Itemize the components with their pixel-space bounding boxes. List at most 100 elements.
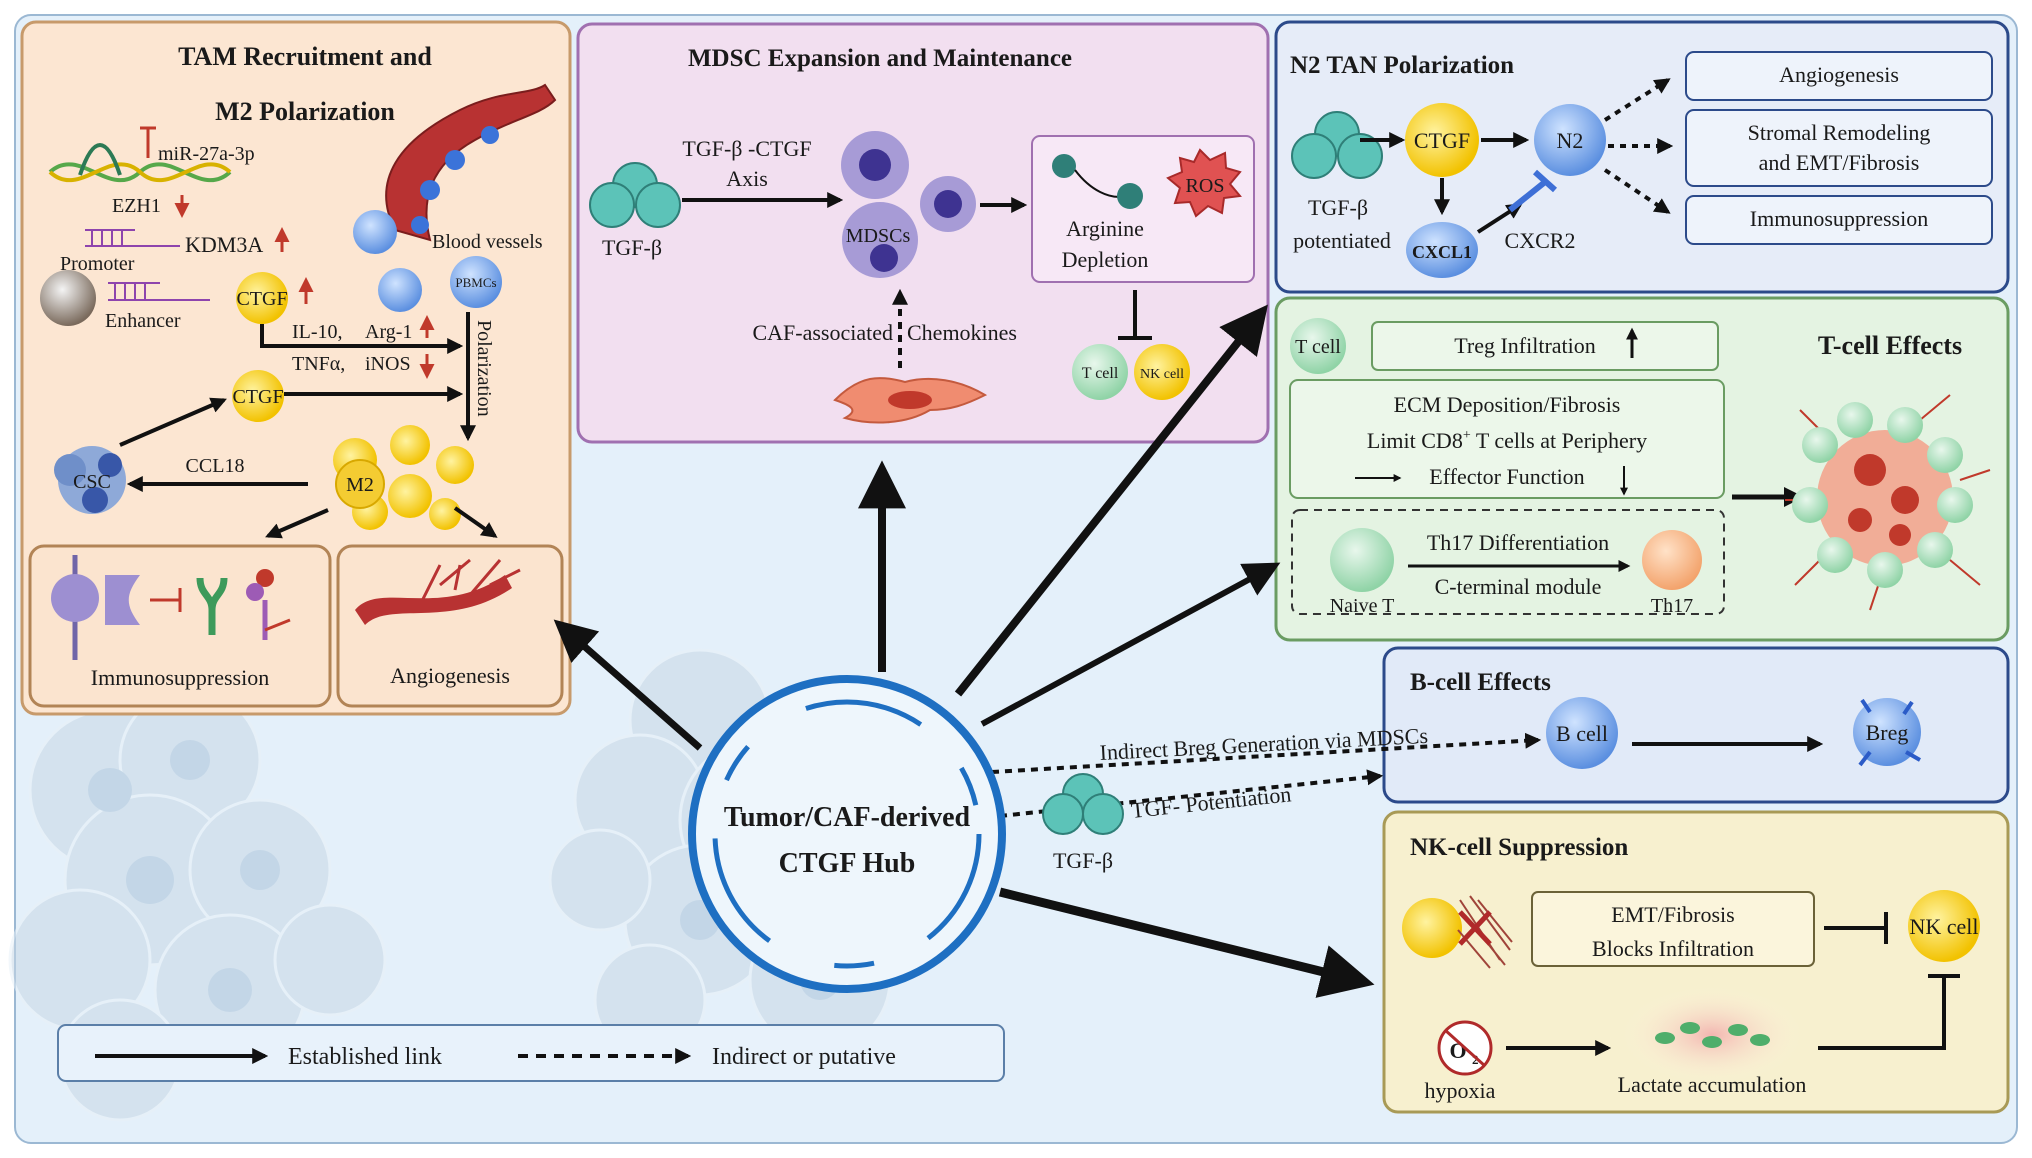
hub-to-bcell-dashed-arrow <box>991 732 1542 774</box>
ctgf-node-1 <box>236 272 288 324</box>
tan-potentiated-label: potentiated <box>1293 228 1391 253</box>
blood-vessel-icon <box>385 83 557 242</box>
naive-t-node <box>1330 528 1394 592</box>
hub-tgfb-trimer-icon <box>1042 773 1124 835</box>
inos-label: iNOS <box>365 353 411 375</box>
bcell-label: B cell <box>1556 721 1608 746</box>
tnfa-label: TNFα, <box>292 353 345 375</box>
mdsc-nkcell-node <box>1134 344 1190 400</box>
bcell-node <box>1546 697 1618 769</box>
mdsc-tgfb-label: TGF-β <box>602 235 662 260</box>
bcell-panel: B-cell Effects B cell Breg <box>1382 646 2010 804</box>
emt-label-1: EMT/Fibrosis <box>1611 902 1734 927</box>
cxcr2-label: CXCR2 <box>1505 228 1576 253</box>
tan-out-stromal-1: Stromal Remodeling <box>1748 120 1931 145</box>
tan-out-immunosuppression: Immunosuppression <box>1750 206 1928 231</box>
tcell-panel: T-cell Effects T cell Treg Infiltration … <box>1274 296 2010 642</box>
mdsc-tcell-node <box>1072 344 1128 400</box>
mdsc-title: MDSC Expansion and Maintenance <box>688 45 1072 72</box>
checkpoint-icon <box>51 555 291 660</box>
pbmcs-label: PBMCs <box>455 275 496 290</box>
m2-to-immunosuppression-arrow <box>265 508 329 539</box>
tan-ctgf-node <box>1405 103 1479 177</box>
hub-title-line1: Tumor/CAF-derived <box>724 802 971 833</box>
mdsc-nkcell-label: NK cell <box>1140 367 1184 382</box>
svg-text:2: 2 <box>1472 1052 1479 1067</box>
n2-neutrophil-node <box>1534 104 1606 176</box>
promoter-icon <box>85 229 180 247</box>
tan-ctgf-label: CTGF <box>1414 128 1470 153</box>
bcell-panel-frame <box>1382 646 2010 804</box>
mdsc-panel-frame <box>576 22 1270 444</box>
nk-blocked-icon <box>1402 895 1513 969</box>
n2-to-angiogenesis-arrow <box>1603 78 1671 122</box>
ctgf-node-2-label: CTGF <box>232 386 283 408</box>
nk-cell-label: NK cell <box>1909 914 1978 939</box>
arginine-label-1: Arginine <box>1066 216 1144 241</box>
csc-to-ctgf-arrow <box>119 397 227 447</box>
cxcl1-label: CXCL1 <box>1412 242 1472 262</box>
ecm-label: ECM Deposition/Fibrosis <box>1394 392 1621 417</box>
tcell-node <box>1290 318 1346 374</box>
breg-label: Breg <box>1866 720 1909 745</box>
lactate-icon <box>1622 987 1802 1083</box>
lactate-label: Lactate accumulation <box>1618 1072 1807 1097</box>
hub-to-tam-arrow <box>553 619 703 751</box>
lactate-inhibit-line <box>1818 976 1946 1050</box>
csc-label: CSC <box>73 471 111 493</box>
monocyte-icon-1 <box>353 210 397 254</box>
axis-label-1: TGF-β -CTGF <box>682 136 811 161</box>
mdscs-label: MDSCs <box>846 225 911 247</box>
cxcl1-node <box>1406 222 1478 278</box>
tcell-node-label: T cell <box>1295 336 1341 358</box>
hypoxia-o2-icon: O 2 <box>1437 1020 1493 1076</box>
ccl18-label: CCL18 <box>186 455 245 477</box>
effector-label: Effector Function <box>1429 464 1584 489</box>
tan-immunosuppression-box <box>1685 195 1993 245</box>
emt-label-2: Blocks Infiltration <box>1592 936 1754 961</box>
tan-tgfb-label: TGF-β <box>1308 195 1368 220</box>
naive-t-label: Naive T <box>1330 595 1395 617</box>
mdsc-panel: MDSC Expansion and Maintenance TGF-β TGF… <box>576 22 1270 444</box>
n2-label: N2 <box>1557 128 1584 153</box>
arginine-molecule-icon <box>1052 154 1143 209</box>
tan-out-stromal-2: and EMT/Fibrosis <box>1759 150 1920 175</box>
enhancer-label: Enhancer <box>105 310 181 332</box>
caf-fibroblast-icon <box>833 377 988 424</box>
ros-label: ROS <box>1186 175 1225 197</box>
tgfb-trimer-icon <box>589 162 681 228</box>
hub-tgfb-label: TGF-β <box>1053 848 1113 873</box>
tumor-tcell-cluster-icon <box>1785 394 1991 611</box>
ecm-box <box>1289 379 1725 499</box>
tam-angiogenesis-label: Angiogenesis <box>390 663 510 688</box>
hypoxia-label: hypoxia <box>1425 1078 1496 1103</box>
th17-diff-label: Th17 Differentiation <box>1427 530 1609 555</box>
dna-helix-icon <box>48 143 232 183</box>
angiogenesis-vessel-icon <box>355 558 521 625</box>
mirna-label: miR-27a-3p <box>158 143 255 165</box>
arginine-label-2: Depletion <box>1062 247 1149 272</box>
promoter-label: Promoter <box>60 253 135 275</box>
tan-out-angiogenesis: Angiogenesis <box>1779 62 1899 87</box>
tam-title-line2: M2 Polarization <box>215 97 395 126</box>
kdm3a-label: KDM3A <box>185 232 263 257</box>
tan-title: N2 TAN Polarization <box>1290 52 1514 79</box>
legend-indirect-label: Indirect or putative <box>712 1044 896 1070</box>
m2-macrophage-cluster <box>333 425 474 530</box>
limit-cd8-label: Limit CD8+ T cells at Periphery <box>1367 428 1647 453</box>
tan-angiogenesis-box <box>1685 51 1993 101</box>
th17-node <box>1642 530 1702 590</box>
enhancer-icon <box>108 282 210 301</box>
m2-label: M2 <box>346 474 374 496</box>
nk-cell-node <box>1908 890 1980 962</box>
th17-label: Th17 <box>1651 595 1693 617</box>
mdsc-cells-icon <box>841 131 976 278</box>
m2-to-angiogenesis-arrow <box>453 506 498 538</box>
tam-immunosuppression-label: Immunosuppression <box>91 665 269 690</box>
cxcr2-receptor-icon <box>1508 169 1558 213</box>
treg-label: Treg Infiltration <box>1454 333 1596 358</box>
cterm-label: C-terminal module <box>1435 574 1602 599</box>
hub-to-tcell-arrow <box>980 562 1281 727</box>
ctgf-node-1-label: CTGF <box>236 288 287 310</box>
